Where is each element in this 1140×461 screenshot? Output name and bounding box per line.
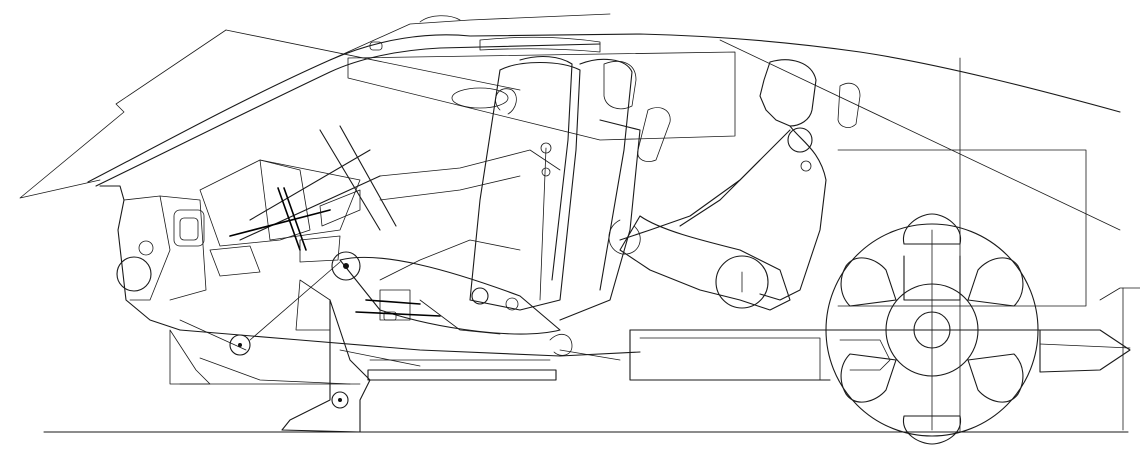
body-outline xyxy=(19,13,1140,381)
steering-assembly xyxy=(173,125,397,277)
driver-figure xyxy=(281,88,561,433)
reference-lines xyxy=(837,57,1124,433)
roof-panel xyxy=(347,36,736,141)
front-seat xyxy=(295,55,671,381)
front-mechanicals xyxy=(116,195,361,385)
rear-wheel xyxy=(825,213,1041,445)
rear-passenger-figure xyxy=(608,59,861,311)
